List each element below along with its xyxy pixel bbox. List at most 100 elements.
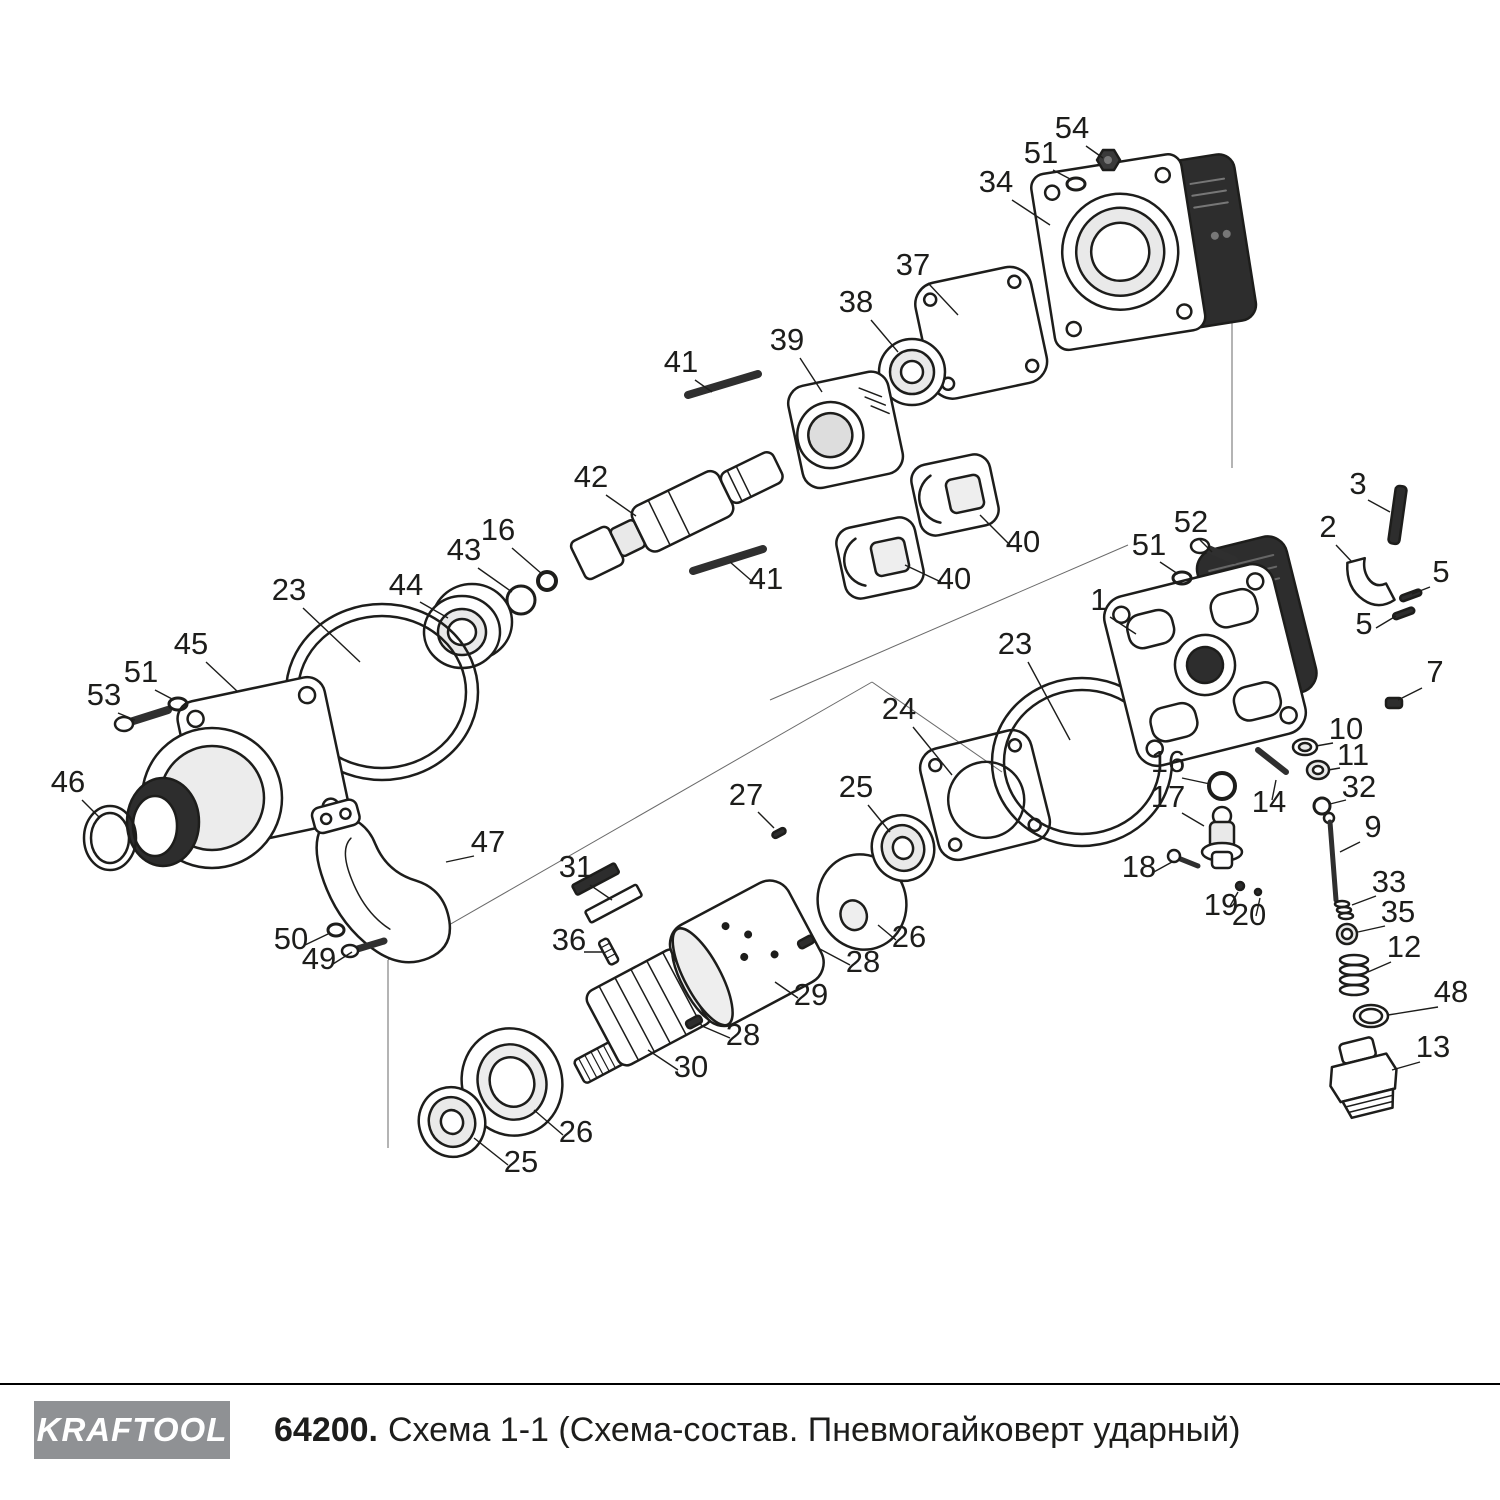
leader-line-11 <box>1327 767 1341 771</box>
leader-line-25 <box>473 1137 509 1166</box>
part-callout-37: 37 <box>896 247 930 282</box>
part-callout-9: 9 <box>1364 809 1381 844</box>
part-callout-7: 7 <box>1426 654 1443 689</box>
leader-line-13 <box>1391 1061 1421 1071</box>
o-ring-16-left <box>536 570 558 592</box>
leader-line-37 <box>927 282 959 316</box>
part-callout-35: 35 <box>1381 894 1415 929</box>
part-callout-24: 24 <box>882 691 916 726</box>
part-callout-41: 41 <box>749 561 783 596</box>
pin-27 <box>771 826 787 840</box>
trigger-2 <box>1346 556 1396 607</box>
screw-7 <box>1384 696 1404 710</box>
leader-line-14 <box>1271 779 1277 801</box>
part-callout-20: 20 <box>1232 897 1266 932</box>
part-callout-30: 30 <box>674 1049 708 1084</box>
part-callout-18: 18 <box>1122 849 1156 884</box>
part-callout-54: 54 <box>1055 110 1089 145</box>
washer-50 <box>326 922 346 938</box>
part-callout-11: 11 <box>1337 737 1369 772</box>
construction-lines <box>387 198 1233 1148</box>
dowel-pin-28-lower <box>684 1014 704 1030</box>
leader-line-18 <box>1151 861 1173 874</box>
leader-line-1 <box>1109 616 1137 635</box>
part-callout-5: 5 <box>1432 554 1449 589</box>
pin-19 <box>1234 880 1246 892</box>
leader-line-20 <box>1255 897 1261 917</box>
bearing-25-rear <box>870 813 936 883</box>
gasket-24 <box>918 728 1052 862</box>
leader-line-17 <box>1181 812 1205 827</box>
front-housing-45 <box>125 675 351 870</box>
part-callout-39: 39 <box>770 322 804 357</box>
part-callout-28: 28 <box>726 1017 760 1052</box>
inlet-valve-17 <box>1200 805 1244 870</box>
snap-ring-43 <box>505 584 537 616</box>
footer-caption-bar: KRAFTOOL 64200. Схема 1-1 (Схема-состав. … <box>0 1383 1500 1459</box>
side-handle-47 <box>310 798 452 964</box>
part-callout-48: 48 <box>1434 974 1468 1009</box>
washer-51-left <box>167 696 189 712</box>
leader-line-12 <box>1367 961 1392 973</box>
screw-18 <box>1166 848 1201 869</box>
leader-line-46 <box>81 799 101 819</box>
part-callout-43: 43 <box>447 532 481 567</box>
part-callout-51: 51 <box>124 654 158 689</box>
motor-housing <box>1030 153 1258 352</box>
part-callout-51: 51 <box>1132 527 1166 562</box>
leader-line-28 <box>817 947 851 966</box>
hammer-cage <box>786 370 905 490</box>
part-callout-52: 52 <box>1174 504 1208 539</box>
part-callout-50: 50 <box>274 921 308 956</box>
gasket-rear <box>914 265 1049 400</box>
diagram-caption: 64200. Схема 1-1 (Схема-состав. Пневмогай… <box>274 1411 1240 1450</box>
part-callout-26: 26 <box>892 919 926 954</box>
part-callout-5: 5 <box>1355 606 1372 641</box>
part-callout-1: 1 <box>1090 582 1107 617</box>
leader-line-53 <box>117 712 136 721</box>
part-callout-34: 34 <box>979 164 1013 199</box>
scheme-code: 64200. <box>274 1410 378 1449</box>
leader-line-45 <box>205 661 239 693</box>
leader-line-41 <box>694 379 713 393</box>
bearing-25-front <box>417 1085 487 1159</box>
leader-line-24 <box>912 726 953 776</box>
part-callout-25: 25 <box>504 1144 538 1179</box>
leader-line-35 <box>1357 925 1386 933</box>
part-callout-27: 27 <box>729 777 763 812</box>
hammer-dog-upper <box>910 453 1000 537</box>
leader-line-9 <box>1339 841 1361 853</box>
part-callout-19: 19 <box>1204 887 1238 922</box>
leader-line-23 <box>302 607 361 663</box>
kraftool-logo: KRAFTOOL <box>34 1401 230 1459</box>
leader-line-52 <box>1199 539 1213 553</box>
reverse-lever-3 <box>1387 484 1408 546</box>
leader-line-48 <box>1387 1006 1439 1016</box>
front-end-plate-26 <box>460 1027 564 1137</box>
part-callout-36: 36 <box>552 922 586 957</box>
scheme-title: Схема 1-1 (Схема-состав. Пневмогайковерт… <box>388 1410 1241 1449</box>
rotor-vane-31b <box>584 883 643 924</box>
part-callout-17: 17 <box>1151 779 1185 814</box>
part-callout-29: 29 <box>794 977 828 1012</box>
part-callout-12: 12 <box>1387 929 1421 964</box>
air-inlet-fitting-13 <box>1329 1036 1398 1120</box>
part-callout-13: 13 <box>1416 1029 1450 1064</box>
kraftool-logo-text: KRAFTOOL <box>36 1411 228 1448</box>
valve-stem-9 <box>1322 811 1339 903</box>
part-callout-23: 23 <box>998 626 1032 661</box>
leader-line-40 <box>979 514 1011 546</box>
rear-end-plate-26 <box>816 853 908 951</box>
part-callout-16: 16 <box>481 512 515 547</box>
hammer-dog-lower <box>835 516 925 600</box>
part-callout-26: 26 <box>559 1114 593 1149</box>
part-callout-40: 40 <box>1006 524 1040 559</box>
nut-54 <box>1095 148 1122 172</box>
leader-line-7 <box>1397 687 1423 701</box>
bolt-53 <box>113 706 172 733</box>
leader-line-26 <box>533 1109 564 1136</box>
leader-line-19 <box>1229 891 1239 907</box>
leader-line-40 <box>904 564 942 583</box>
leader-line-51 <box>1052 169 1073 181</box>
leader-line-51 <box>1159 561 1179 575</box>
